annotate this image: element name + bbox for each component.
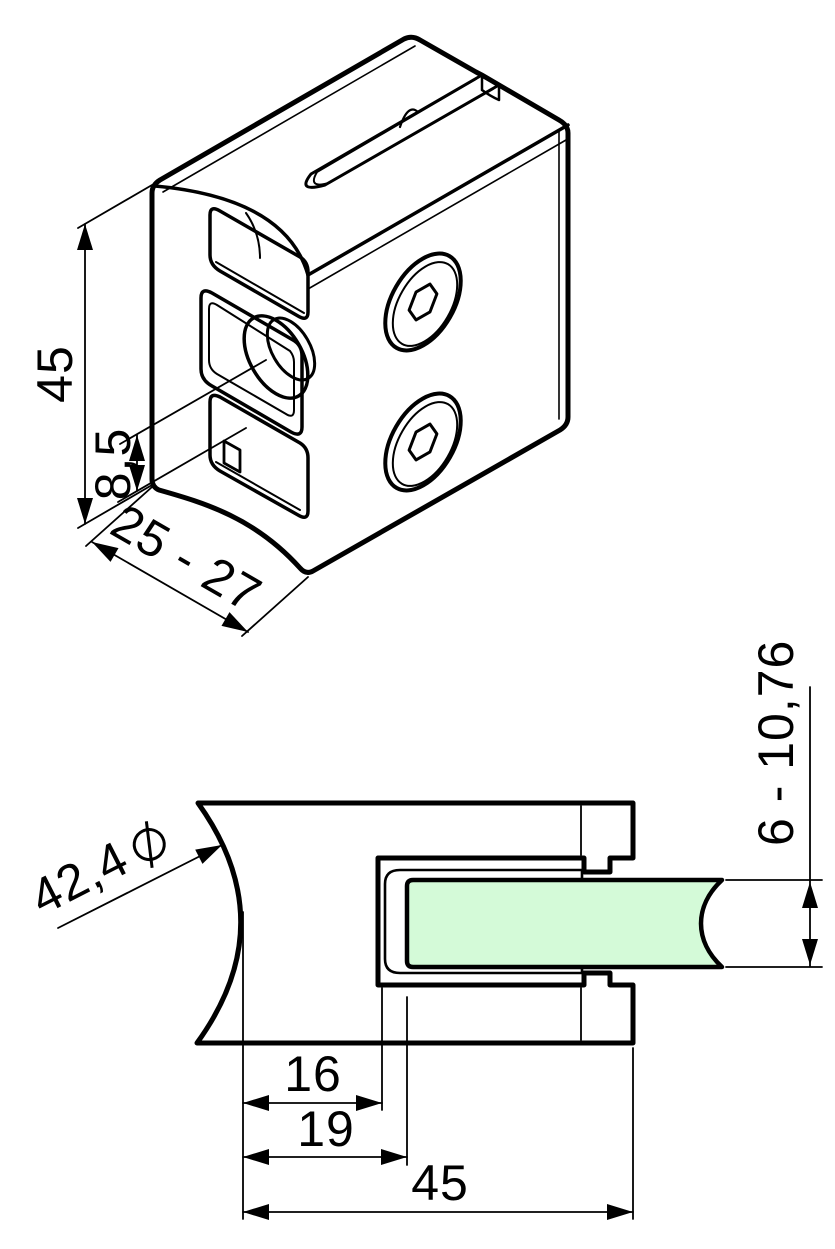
mounting-hole-outer bbox=[242, 314, 310, 400]
hex-socket-icon bbox=[407, 422, 439, 462]
clamp-body-section bbox=[194, 800, 636, 1046]
front-top-edge bbox=[306, 123, 570, 277]
mounting-hole-inner bbox=[265, 316, 317, 382]
glass-slot-channel bbox=[304, 73, 501, 189]
isometric-view bbox=[77, 34, 571, 639]
diameter-symbol-icon bbox=[132, 821, 166, 868]
dim-glass-inset bbox=[242, 996, 408, 1166]
dim-tube-diameter bbox=[57, 837, 226, 929]
dim-height-label: 45 bbox=[27, 345, 83, 403]
dim-width bbox=[242, 1047, 634, 1220]
extension-line bbox=[117, 427, 247, 503]
dim-width-label: 45 bbox=[411, 1155, 469, 1211]
upper-pocket-wall-curve bbox=[245, 212, 261, 259]
middle-slot-inner-wall bbox=[208, 302, 295, 417]
saddle-upper-pocket bbox=[208, 207, 310, 320]
dim-glass-thickness-label: 6 - 10,76 bbox=[748, 640, 804, 846]
dim-depth-range bbox=[85, 486, 309, 639]
lower-pocket-floor-line bbox=[215, 461, 301, 511]
dim-hole-offset-label: 8,5 bbox=[85, 428, 141, 501]
dim-height bbox=[77, 184, 153, 529]
dim-slot-depth bbox=[242, 987, 383, 1111]
dim-hole-offset bbox=[117, 359, 267, 503]
upper-pocket-floor-line bbox=[215, 261, 305, 314]
hex-socket-screw-lower bbox=[383, 391, 463, 493]
screw-rim bbox=[391, 401, 459, 487]
extension-line bbox=[241, 576, 309, 637]
hex-socket-screw-upper bbox=[383, 251, 463, 353]
dim-slot-depth-label: 16 bbox=[284, 1046, 342, 1102]
dim-glass-thickness bbox=[725, 686, 823, 968]
screw-head bbox=[383, 391, 463, 493]
screw-head bbox=[383, 251, 463, 353]
channel-exit-notch bbox=[480, 73, 501, 102]
retainer-clip bbox=[222, 439, 242, 474]
front-face-tangent-line bbox=[307, 139, 567, 290]
dim-glass-inset-label: 19 bbox=[297, 1101, 355, 1157]
glass-panel bbox=[404, 877, 725, 970]
dim-line bbox=[91, 541, 249, 633]
section-view bbox=[57, 686, 823, 1220]
leader-line bbox=[57, 845, 221, 929]
saddle-lower-pocket bbox=[208, 393, 310, 519]
rubber-gasket-lines bbox=[313, 78, 494, 186]
hex-socket-icon bbox=[407, 282, 439, 322]
gasket-arch bbox=[398, 108, 420, 129]
extension-line bbox=[77, 184, 153, 229]
extension-line bbox=[77, 484, 153, 529]
screw-rim bbox=[391, 261, 459, 347]
clamp-body-silhouette bbox=[149, 34, 571, 575]
back-edge-tangent-line bbox=[162, 45, 416, 193]
extension-line bbox=[119, 359, 267, 445]
extension-line bbox=[85, 486, 153, 547]
